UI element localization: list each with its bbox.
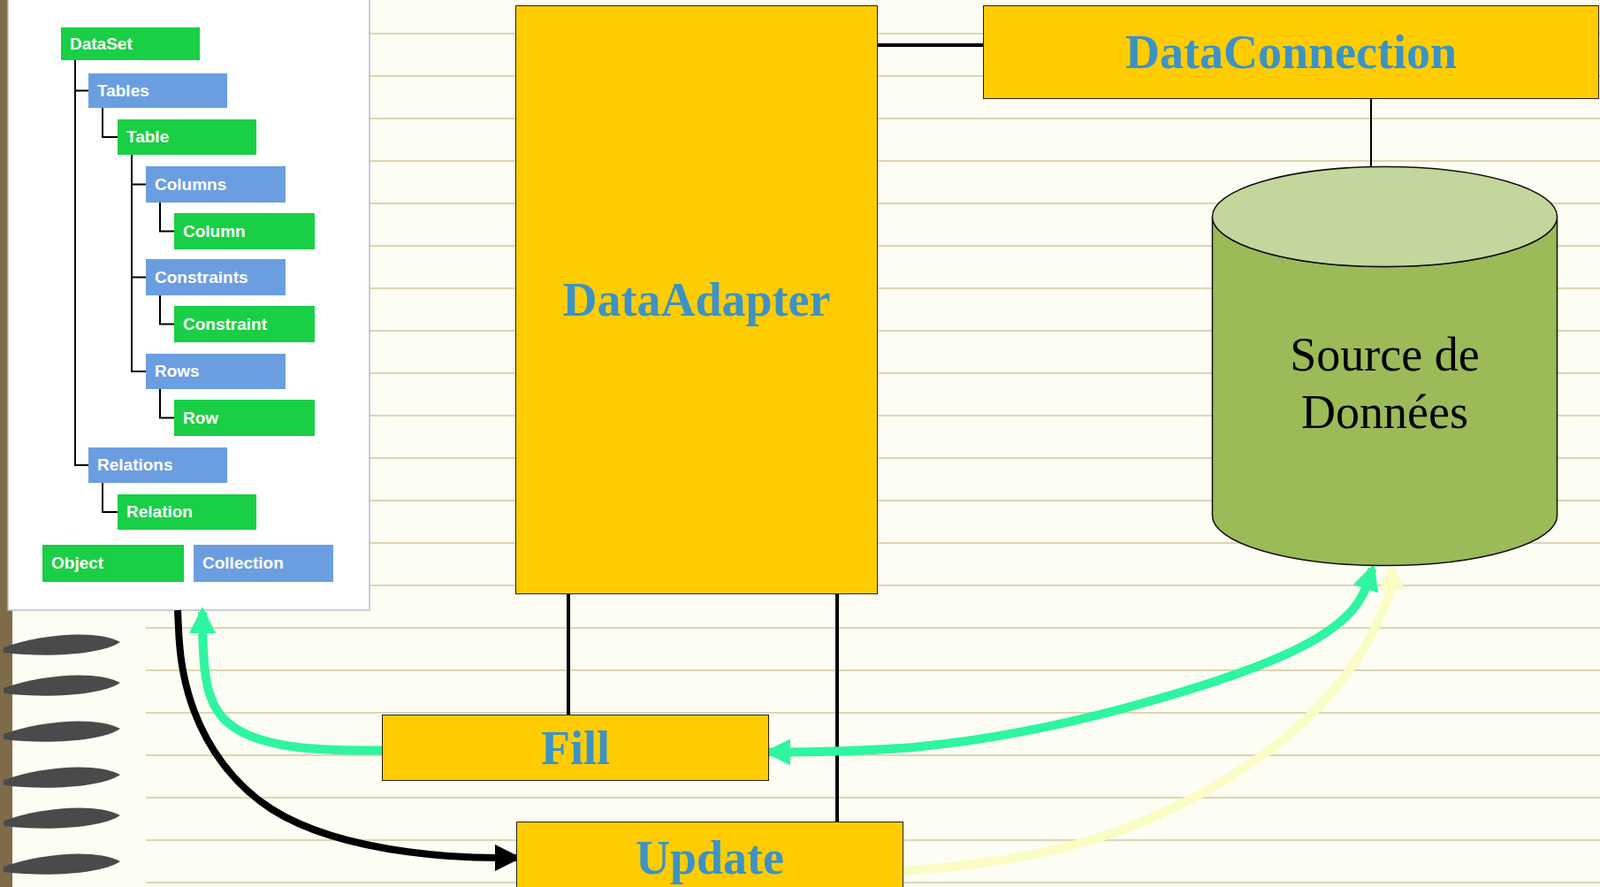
database-cylinder: Source de Données — [1211, 165, 1559, 567]
tree-line — [102, 107, 118, 138]
update-flow-arrow — [903, 568, 1393, 871]
legend-swatch: Object — [42, 544, 184, 582]
process-box: Update — [516, 821, 904, 887]
collection-box: Rows — [145, 353, 286, 389]
spiral-ring — [3, 674, 121, 695]
process-box: DataAdapter — [515, 5, 878, 595]
collection-box: Columns — [145, 166, 286, 203]
fill-flow-arrow — [769, 568, 1373, 753]
collection-box: Relations — [88, 447, 228, 483]
tree-line — [131, 154, 146, 372]
node-label: Fill — [540, 720, 610, 776]
spiral-ring — [3, 720, 121, 741]
connector-line — [566, 594, 571, 715]
tree-line — [160, 295, 175, 325]
fill-flow-arrow — [202, 611, 382, 751]
object-box: Constraint — [174, 305, 315, 343]
spiral-rings — [3, 633, 121, 874]
node-label: Constraint — [182, 314, 267, 335]
legend-label: Collection — [202, 553, 284, 573]
node-label: DataSet — [69, 34, 133, 54]
tree-line — [75, 60, 89, 92]
tree-line — [160, 202, 175, 232]
tree-line — [131, 154, 146, 185]
node-label: Column — [182, 221, 246, 242]
process-box: DataConnection — [982, 5, 1600, 100]
tree-line — [160, 388, 175, 419]
collection-box: Tables — [88, 73, 228, 108]
node-label: Relations — [97, 455, 174, 475]
node-label: DataAdapter — [563, 272, 831, 328]
object-box: Relation — [117, 494, 257, 530]
legend-label: Object — [51, 553, 104, 573]
object-box: Row — [174, 399, 315, 436]
node-label: Source de Données — [1252, 326, 1518, 442]
node-label: Update — [635, 830, 785, 885]
node-label: Table — [126, 127, 169, 147]
tree-line — [131, 154, 146, 278]
object-box: Table — [117, 119, 257, 155]
collection-box: Constraints — [145, 259, 286, 296]
cylinder-body — [1212, 216, 1558, 566]
spiral-ring — [3, 766, 121, 787]
connector-line — [1370, 99, 1372, 168]
node-label: Tables — [97, 81, 150, 101]
node-label: Row — [182, 408, 219, 428]
node-label: Constraints — [154, 267, 249, 288]
node-label: Relation — [126, 502, 193, 522]
connector-line — [877, 43, 983, 47]
object-box: DataSet — [60, 27, 200, 61]
node-label: DataConnection — [1125, 24, 1457, 80]
spiral-ring — [3, 633, 121, 655]
spiral-ring — [3, 853, 121, 874]
dataset-panel — [7, 0, 370, 610]
spiral-ring — [3, 807, 121, 828]
cylinder-top — [1212, 167, 1558, 267]
object-box: Column — [174, 213, 315, 250]
tree-line — [75, 60, 89, 465]
legend-swatch: Collection — [193, 544, 334, 582]
connector-line — [835, 594, 839, 822]
tree-line — [102, 482, 118, 512]
node-label: Columns — [154, 175, 227, 195]
node-label: Rows — [154, 361, 200, 381]
process-box: Fill — [381, 714, 770, 781]
